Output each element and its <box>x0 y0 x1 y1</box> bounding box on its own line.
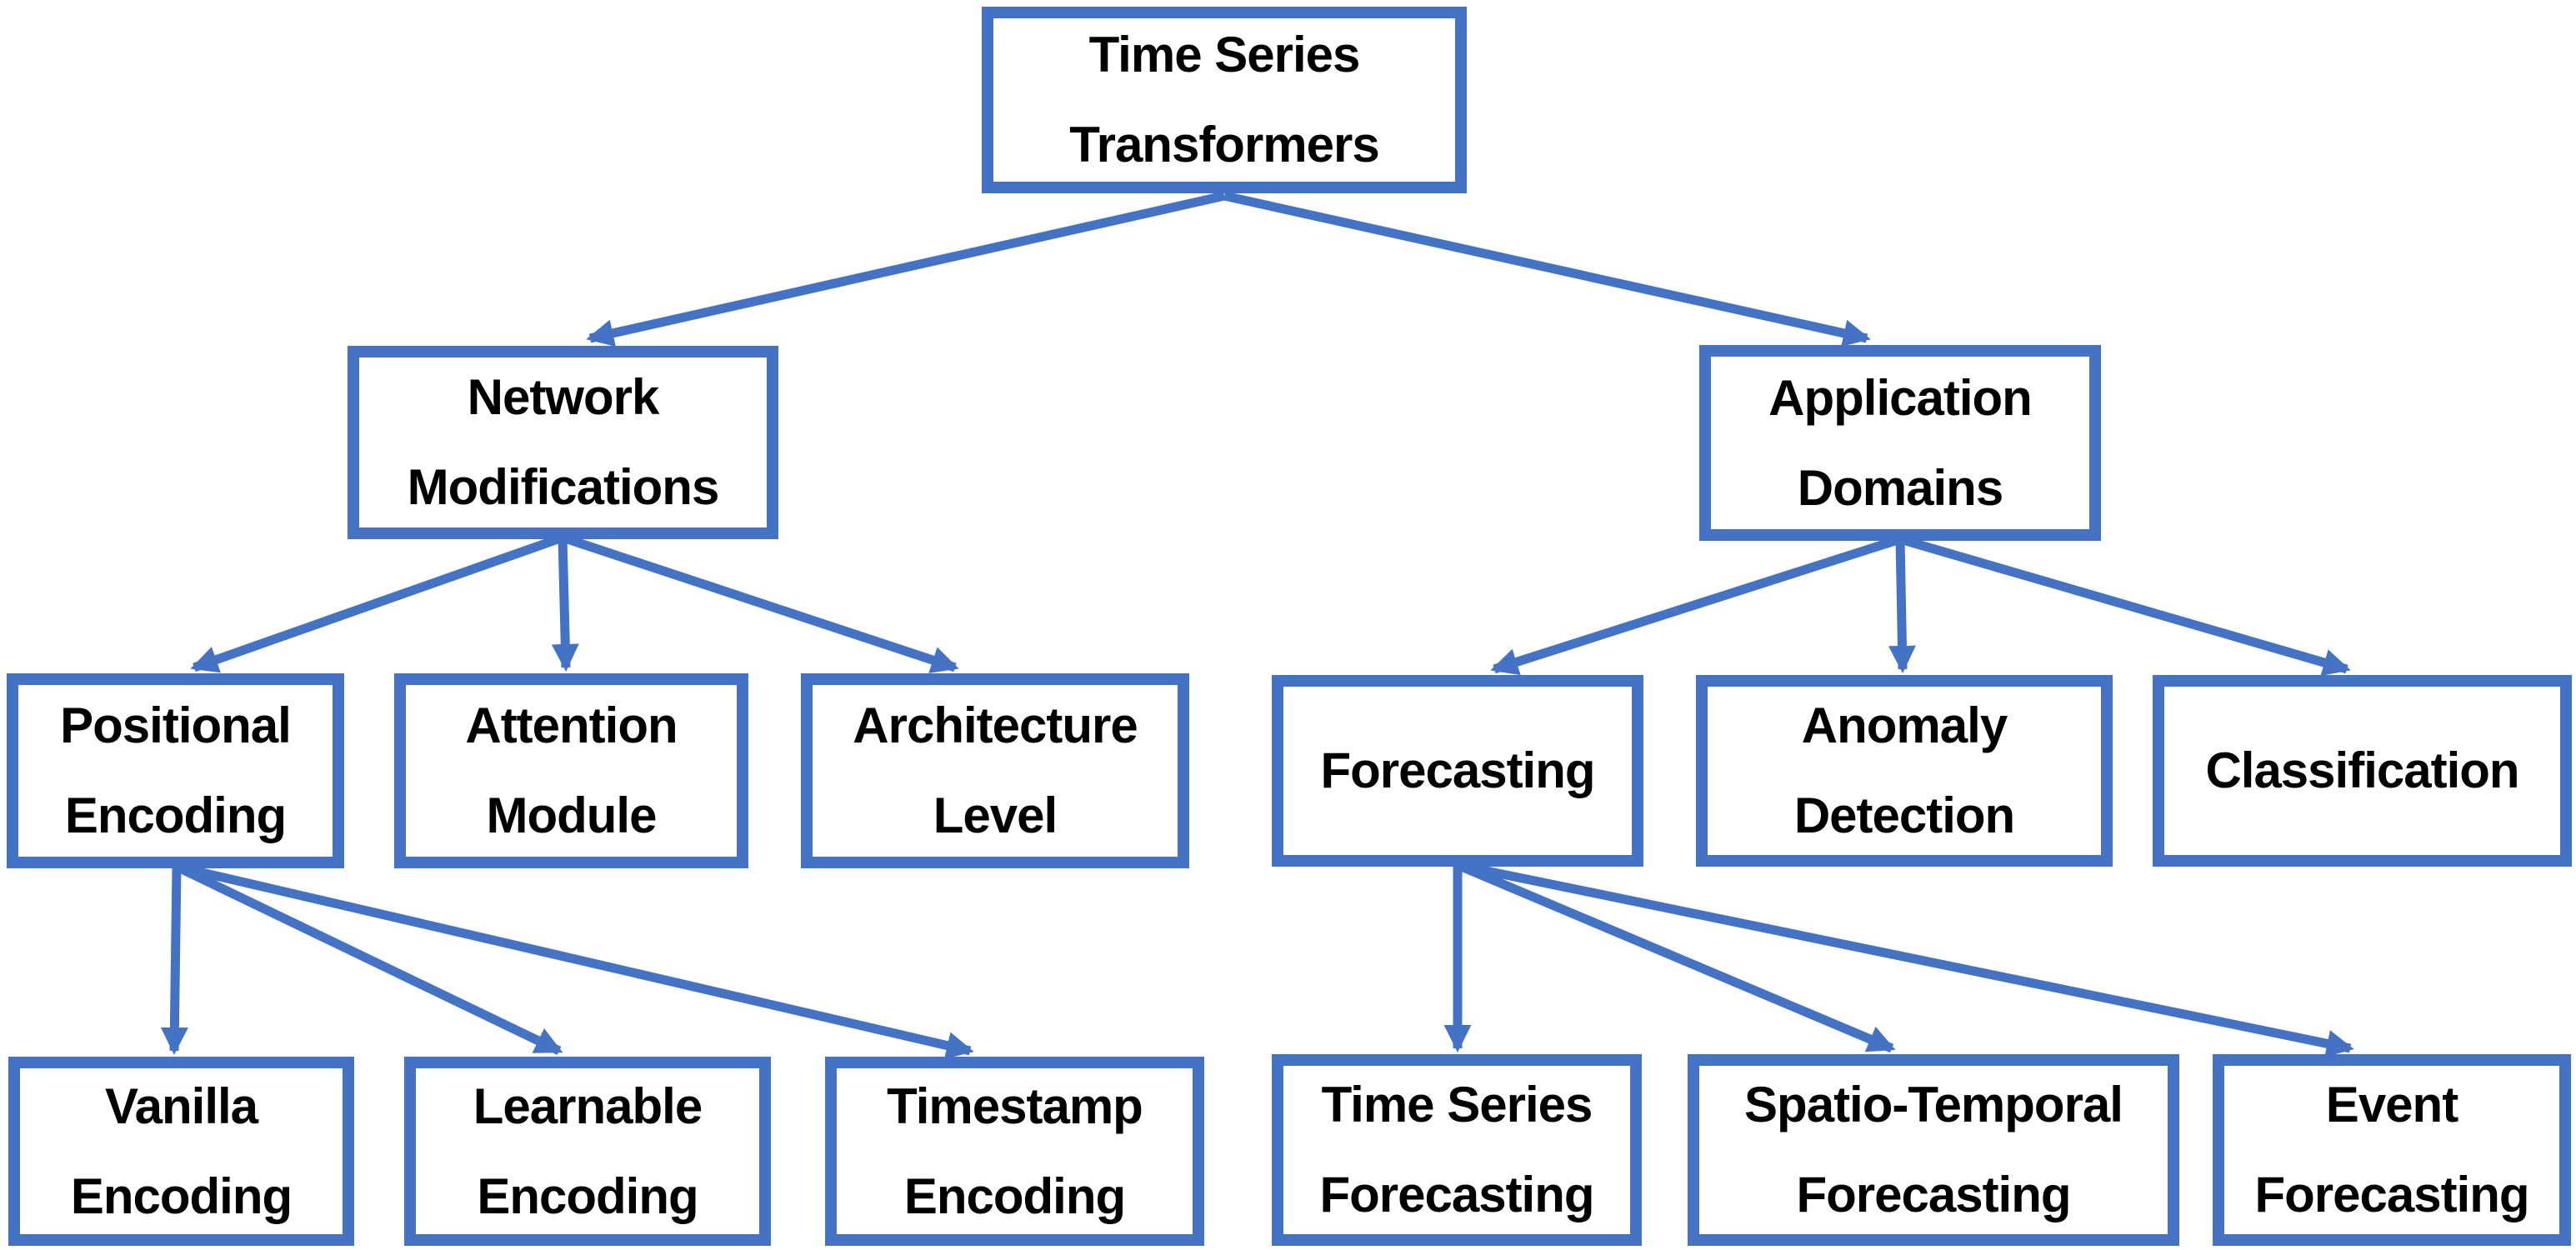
edge-application-domains-to-anomaly-detection-arrow <box>1888 538 1916 673</box>
edge-positional-encoding-to-vanilla-encoding-arrow <box>160 866 188 1055</box>
edge-application-domains-to-classification-arrow <box>1898 534 2351 677</box>
edge-forecasting-to-event-forecasting-arrow <box>1456 860 2354 1058</box>
node-time-series-transformers: Time Series Transformers <box>982 7 1467 193</box>
edge-root-to-network-modifications-arrow <box>586 191 1226 347</box>
node-forecasting: Forecasting <box>1272 675 1643 867</box>
edge-network-modifications-to-positional-encoding-arrow <box>190 532 564 673</box>
node-vanilla-encoding: Vanilla Encoding <box>8 1057 354 1246</box>
node-attention-module: Attention Module <box>394 673 748 868</box>
node-network-modifications: Network Modifications <box>348 346 778 539</box>
node-event-forecasting: Event Forecasting <box>2213 1054 2571 1246</box>
node-learnable-encoding: Learnable Encoding <box>404 1057 771 1246</box>
node-timestamp-encoding: Timestamp Encoding <box>825 1057 1204 1246</box>
node-time-series-forecasting: Time Series Forecasting <box>1272 1054 1642 1246</box>
node-spatio-temporal-forecasting: Spatio-Temporal Forecasting <box>1688 1054 2179 1246</box>
edge-application-domains-to-forecasting-arrow <box>1490 534 1902 676</box>
edge-root-to-application-domains-arrow <box>1223 191 1871 348</box>
edge-forecasting-to-spatio-temporal-forecasting-arrow <box>1455 860 1896 1053</box>
node-anomaly-detection: Anomaly Detection <box>1696 675 2113 867</box>
edge-network-modifications-to-attention-module-arrow <box>551 537 579 672</box>
edge-positional-encoding-to-learnable-encoding-arrow <box>174 862 563 1055</box>
node-application-domains: Application Domains <box>1699 345 2101 541</box>
edge-positional-encoding-to-timestamp-encoding-arrow <box>175 862 974 1059</box>
node-architecture-level: Architecture Level <box>801 673 1189 868</box>
node-positional-encoding: Positional Encoding <box>7 673 344 868</box>
edge-network-modifications-to-architecture-level-arrow <box>561 532 959 673</box>
node-classification: Classification <box>2153 675 2572 867</box>
